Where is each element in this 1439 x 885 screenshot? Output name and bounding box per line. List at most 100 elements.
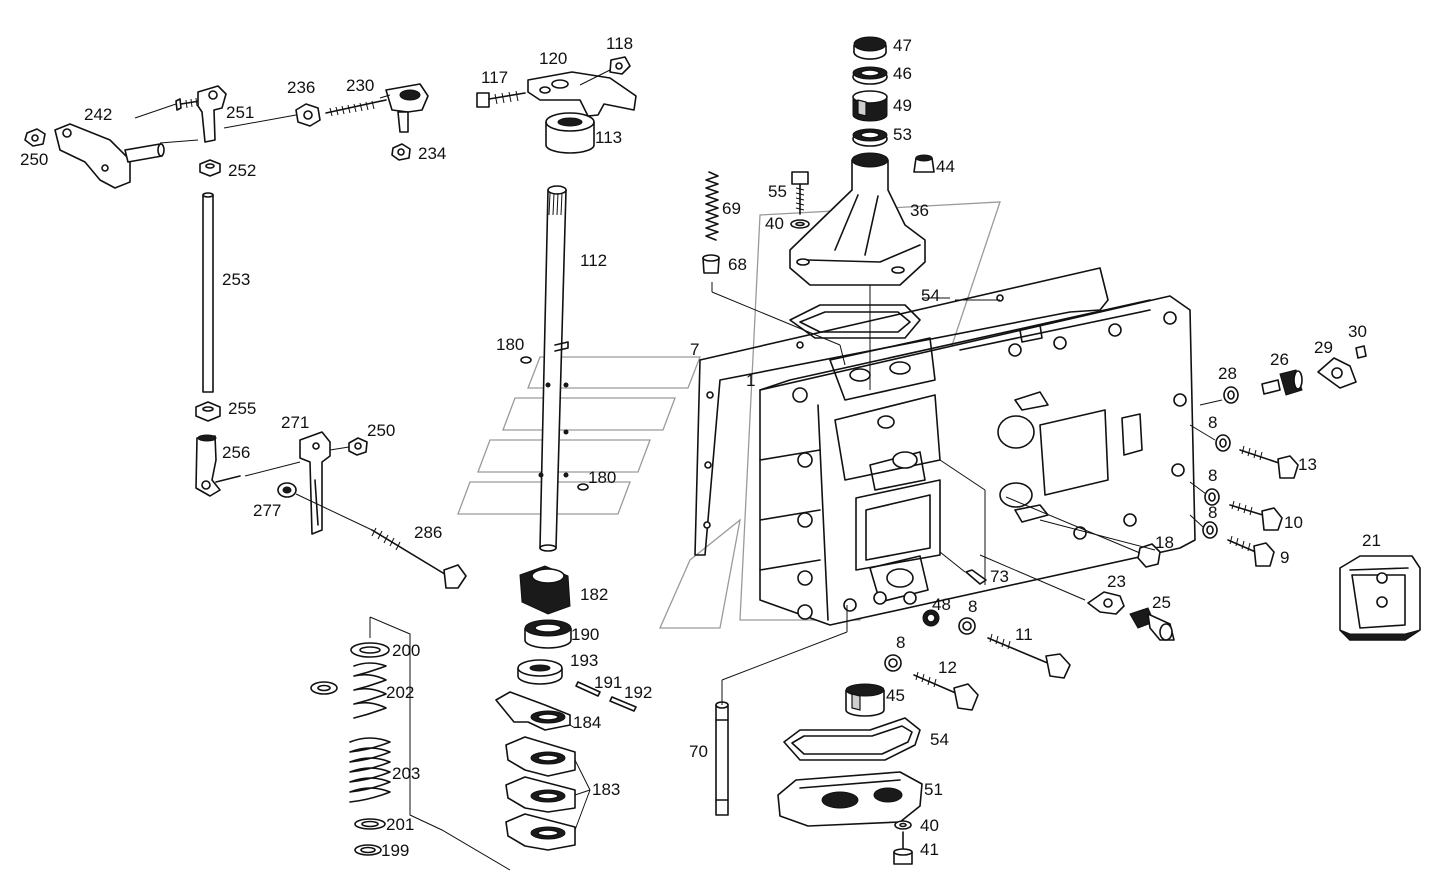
- plate-21: [1339, 555, 1421, 641]
- bushing-49: [852, 90, 888, 122]
- callout-8-a: 8: [1208, 413, 1217, 432]
- callout-190: 190: [571, 625, 599, 644]
- bearing-190: [524, 619, 572, 649]
- nut-234: [391, 143, 411, 161]
- bolt-11: [987, 633, 1071, 679]
- plug-48: [922, 609, 940, 627]
- callout-242: 242: [84, 105, 112, 124]
- sleeve-113: [545, 112, 595, 154]
- callout-199: 199: [381, 841, 409, 860]
- cap-47: [853, 36, 887, 60]
- callout-47: 47: [893, 36, 912, 55]
- pin-180-lower: [577, 483, 589, 491]
- callout-120: 120: [539, 49, 567, 68]
- bolt-10: [1229, 500, 1283, 531]
- bolt-286: [371, 527, 467, 589]
- main-housing-1: [759, 295, 1196, 626]
- callout-70: 70: [689, 742, 708, 761]
- shaft-70: [715, 701, 729, 816]
- lever-120: [527, 71, 637, 117]
- bracket-23: [1087, 591, 1125, 615]
- switch-25: [1129, 607, 1175, 641]
- pin-191: [575, 681, 601, 697]
- callout-250-upper: 250: [20, 150, 48, 169]
- callout-201: 201: [386, 815, 414, 834]
- washer-40-top: [790, 219, 810, 229]
- callout-54-top: 54: [921, 286, 940, 305]
- callout-8-c: 8: [1208, 503, 1217, 522]
- callout-253: 253: [222, 270, 250, 289]
- callout-55: 55: [768, 182, 787, 201]
- spring-inner: [353, 662, 387, 719]
- nut-250-upper: [24, 128, 46, 147]
- callout-230: 230: [346, 76, 374, 95]
- callout-236: 236: [287, 78, 315, 97]
- gasket-54-top: [789, 304, 921, 339]
- callout-30: 30: [1348, 322, 1367, 341]
- callout-271: 271: [281, 413, 309, 432]
- callout-26: 26: [1270, 350, 1289, 369]
- clamp-182: [519, 565, 571, 615]
- washer-193: [517, 659, 563, 685]
- pin-73: [965, 569, 987, 585]
- callout-25: 25: [1152, 593, 1171, 612]
- callout-8-b: 8: [1208, 466, 1217, 485]
- callout-69: 69: [722, 199, 741, 218]
- ball-joint-256: [195, 434, 241, 497]
- bolt-13: [1239, 445, 1299, 479]
- callout-193: 193: [570, 651, 598, 670]
- callout-118: 118: [606, 34, 633, 53]
- callout-277: 277: [253, 501, 281, 520]
- nut-236: [295, 103, 321, 127]
- callout-1: 1: [746, 371, 755, 390]
- callout-180-lower: 180: [588, 468, 616, 487]
- callout-28: 28: [1218, 364, 1237, 383]
- leader-lines: [134, 69, 1223, 871]
- callout-54-bottom: 54: [930, 730, 949, 749]
- washer-8-c: [1202, 521, 1218, 539]
- seal-46: [852, 66, 888, 85]
- callout-234: 234: [418, 144, 446, 163]
- callout-29: 29: [1314, 338, 1333, 357]
- watermark-logo: [457, 201, 1001, 629]
- ring-199: [354, 844, 382, 856]
- callout-255: 255: [228, 399, 256, 418]
- callout-112: 112: [580, 251, 607, 270]
- callout-180-upper: 180: [496, 335, 524, 354]
- callout-113: 113: [595, 128, 622, 147]
- callout-8-e: 8: [896, 633, 905, 652]
- bolt-12: [913, 671, 979, 711]
- washer-201: [354, 818, 386, 830]
- callout-46: 46: [893, 64, 912, 83]
- callout-73: 73: [990, 567, 1009, 586]
- bolt-117: [476, 90, 526, 108]
- plunger-68: [702, 254, 720, 274]
- callout-8-d: 8: [968, 597, 977, 616]
- lever-plate: [54, 123, 165, 189]
- callout-18: 18: [1155, 533, 1174, 552]
- callout-252: 252: [228, 161, 256, 180]
- callout-68: 68: [728, 255, 747, 274]
- callout-250-lower: 250: [367, 421, 395, 440]
- cover-36: [789, 152, 926, 286]
- callout-10: 10: [1284, 513, 1303, 532]
- bolt-242: [175, 96, 207, 111]
- callout-40-bottom: 40: [920, 816, 939, 835]
- nut-252: [199, 159, 221, 177]
- callout-203: 203: [392, 764, 420, 783]
- callout-202: 202: [386, 683, 414, 702]
- bushing-45: [845, 683, 885, 717]
- washer-202: [310, 681, 338, 695]
- spring-69: [705, 171, 719, 241]
- callout-7: 7: [690, 340, 699, 359]
- spring-203: [349, 737, 391, 803]
- callout-48: 48: [932, 595, 951, 614]
- bolt-41: [893, 831, 913, 865]
- gasket-54-bottom: [783, 717, 921, 761]
- callout-117: 117: [481, 68, 508, 87]
- callout-41: 41: [920, 840, 939, 859]
- washer-8-b: [1204, 488, 1220, 506]
- flange-29: [1317, 357, 1357, 389]
